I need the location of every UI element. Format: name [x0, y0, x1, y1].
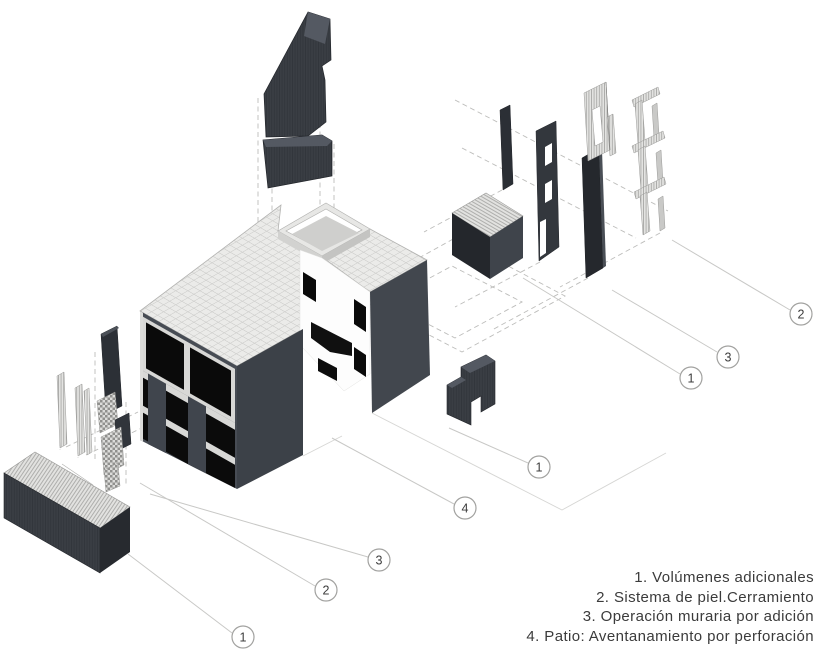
- side-face-right-wing: [370, 260, 430, 413]
- ramp-slab-top: [263, 135, 332, 147]
- svg-text:2: 2: [798, 308, 805, 322]
- svg-text:1: 1: [240, 631, 247, 645]
- legend: 1. Volúmenes adicionales 2. Sistema de p…: [526, 568, 814, 646]
- skin-panels-left: [56, 325, 132, 493]
- louver-strip: [74, 383, 86, 457]
- tall-wall-panel: [581, 147, 606, 279]
- legend-item-1: 1. Volúmenes adicionales: [634, 569, 814, 586]
- wall-with-windows: [535, 120, 560, 262]
- callout-3b: 3: [367, 548, 391, 572]
- svg-text:3: 3: [725, 351, 732, 365]
- patio-floor: [292, 216, 359, 251]
- right-cluster: [451, 81, 667, 279]
- louver-strip: [56, 371, 68, 449]
- main-building: [139, 202, 430, 489]
- patio-window: [303, 272, 316, 302]
- legend-item-3: 3. Operación muraria por adición: [582, 608, 814, 625]
- svg-text:3: 3: [376, 554, 383, 568]
- ramp-top-face: [304, 12, 330, 44]
- grid-tile: [96, 391, 119, 434]
- callout-1b: 1: [527, 455, 551, 479]
- wall-panel: [499, 104, 514, 191]
- patio-void-interior: [299, 249, 371, 392]
- legend-item-4: 4. Patio: Aventanamiento por perforación: [526, 627, 814, 645]
- louver-module-stack: [631, 86, 667, 236]
- callout-2: 2: [789, 302, 813, 326]
- container-volume: [3, 451, 131, 574]
- dark-panel: [100, 325, 123, 415]
- callout-1c: 1: [231, 625, 255, 649]
- ramp-body: [263, 11, 332, 138]
- grid-tile: [103, 462, 121, 493]
- callout-2b: 2: [314, 578, 338, 602]
- facade-front-left: [140, 311, 237, 489]
- ramp-slab: [262, 134, 333, 189]
- callouts: 2 3 1 1 4 3 2 1: [231, 302, 813, 649]
- ground-wire-lines: [302, 412, 667, 511]
- stepped-volume: [446, 354, 496, 426]
- callout-4: 4: [453, 496, 477, 520]
- louver-strip: [83, 387, 93, 456]
- patio-window: [354, 347, 366, 377]
- roof-ramp-volume: [262, 11, 333, 189]
- svg-text:1: 1: [688, 372, 695, 386]
- legend-item-2: 2. Sistema de piel.Cerramiento: [596, 588, 814, 606]
- callout-1: 1: [679, 366, 703, 390]
- leader-lines: [127, 239, 791, 634]
- side-face-left-wing: [237, 329, 303, 489]
- container-side: [100, 507, 130, 573]
- svg-text:2: 2: [323, 584, 330, 598]
- patio-stair-shadow: [311, 322, 352, 356]
- svg-text:4: 4: [462, 502, 469, 516]
- small-box-volume: [451, 192, 524, 279]
- callout-3: 3: [716, 345, 740, 369]
- svg-text:1: 1: [536, 461, 543, 475]
- patio-window: [354, 299, 366, 332]
- hatched-window-panel: [583, 81, 617, 162]
- patio-window: [318, 358, 337, 381]
